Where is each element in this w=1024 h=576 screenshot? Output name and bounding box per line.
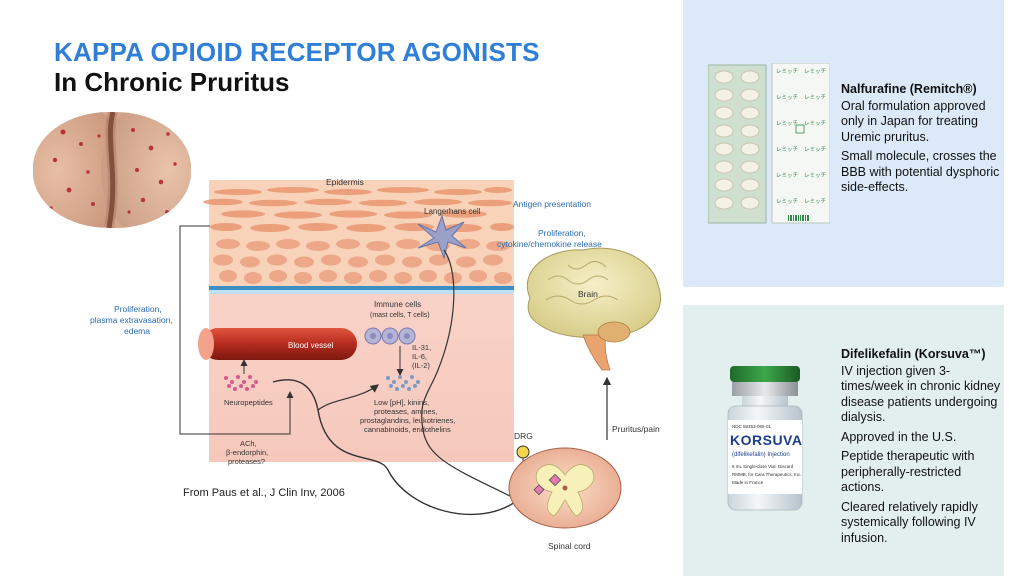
difelikefalin-line4: Cleared relatively rapidly systemically …: [841, 499, 978, 545]
vial-mfr-2: Made in France: [732, 480, 764, 485]
mediators-line4: cannabinoids, endothelins: [364, 425, 451, 434]
blood-vessel-label: Blood vessel: [288, 341, 334, 350]
difelikefalin-name: Difelikefalin (Korsuva™): [841, 347, 986, 361]
vial-mfr-1: RMMB, for Cara Therapeutics, Inc.: [732, 472, 801, 477]
immune-cells-sublabel: (mast cells, T cells): [370, 312, 430, 319]
proliferation-left-line2: plasma extravasation,: [90, 315, 173, 325]
blister-label-10: レミッチ: [804, 172, 826, 179]
il6-label: IL-6,: [412, 352, 427, 361]
nalfurafine-name: Nalfurafine (Remitch®): [841, 82, 977, 96]
mediators-line1: Low [pH], kinins,: [374, 398, 429, 407]
blister-label-8: レミッチ: [804, 146, 826, 153]
mediators-line3: prostaglandins, leukotrienes,: [360, 416, 455, 425]
blister-label-4: レミッチ: [804, 94, 826, 101]
nalfurafine-description: Nalfurafine (Remitch®) Oral formulation …: [841, 82, 1001, 200]
blister-label-12: レミッチ: [804, 198, 826, 205]
blister-label-1: レミッチ: [776, 68, 798, 75]
drg-label: DRG: [514, 431, 533, 441]
pruritus-pathway-diagram: Langerhans cell Epidermis Blood vessel I…: [78, 170, 688, 560]
ach-line2: β-endorphin,: [226, 448, 268, 457]
mediators-line2: proteases, amines,: [374, 407, 437, 416]
blister-label-3: レミッチ: [776, 94, 798, 101]
blister-label-11: レミッチ: [776, 198, 798, 205]
antigen-presentation-label: Antigen presentation: [513, 199, 591, 209]
neuropeptides-label: Neuropeptides: [224, 398, 273, 407]
ach-line1: ACh,: [240, 439, 257, 448]
brain-label: Brain: [578, 289, 598, 299]
figure-citation: From Paus et al., J Clin Inv, 2006: [183, 487, 345, 499]
vial-generic: (difelikefalin) Injection: [732, 452, 790, 458]
proliferation-release-line1: Proliferation,: [538, 228, 586, 238]
difelikefalin-description: Difelikefalin (Korsuva™) IV injection gi…: [841, 347, 1001, 550]
difelikefalin-line1: IV injection given 3-times/week in chron…: [841, 363, 1001, 425]
spinal-cord-illustration: [508, 447, 622, 529]
vial-ndc: NDC 59353-065-01: [732, 424, 772, 429]
vial-dose: 5 mL Single-dose Vial. Discard: [732, 464, 794, 469]
vial-brand: KORSUVA: [730, 432, 802, 448]
il31-label: IL-31,: [412, 343, 431, 352]
blister-label-5: レミッチ: [776, 120, 798, 127]
pruritus-pain-label: Pruritus/pain: [612, 424, 660, 434]
proliferation-release-line2: cytokine/chemokine release: [497, 239, 602, 249]
blister-label-7: レミッチ: [776, 146, 798, 153]
proliferation-left-line3: edema: [124, 326, 150, 336]
slide-subtitle: In Chronic Pruritus: [54, 67, 290, 97]
nalfurafine-line1: Oral formulation approved only in Japan …: [841, 98, 986, 144]
ach-line3: proteases?: [228, 457, 265, 466]
spinal-cord-label: Spinal cord: [548, 541, 591, 551]
difelikefalin-line2: Approved in the U.S.: [841, 429, 957, 444]
blister-label-6: レミッチ: [804, 120, 826, 127]
immune-cells-label: Immune cells: [374, 300, 421, 309]
il2-label: (IL-2): [412, 361, 430, 370]
blister-label-9: レミッチ: [776, 172, 798, 179]
proliferation-left-line1: Proliferation,: [114, 304, 162, 314]
langerhans-cell-label: Langerhans cell: [424, 207, 481, 216]
epidermis-label: Epidermis: [326, 177, 364, 187]
remitch-blister-pack-image: レミッチ レミッチ レミッチ レミッチ レミッチ レミッチ レミッチ レミッチ …: [707, 62, 831, 225]
pruritus-skin-photo: [33, 112, 191, 228]
korsuva-vial-image: NDC 59353-065-01 KORSUVA (difelikefalin)…: [724, 364, 806, 514]
brain-illustration: [526, 247, 662, 371]
blister-label-2: レミッチ: [804, 68, 826, 75]
nalfurafine-line2: Small molecule, crosses the BBB with pot…: [841, 149, 1000, 194]
slide-title: KAPPA OPIOID RECEPTOR AGONISTS: [54, 37, 540, 67]
difelikefalin-line3: Peptide therapeutic with peripherally-re…: [841, 449, 975, 494]
